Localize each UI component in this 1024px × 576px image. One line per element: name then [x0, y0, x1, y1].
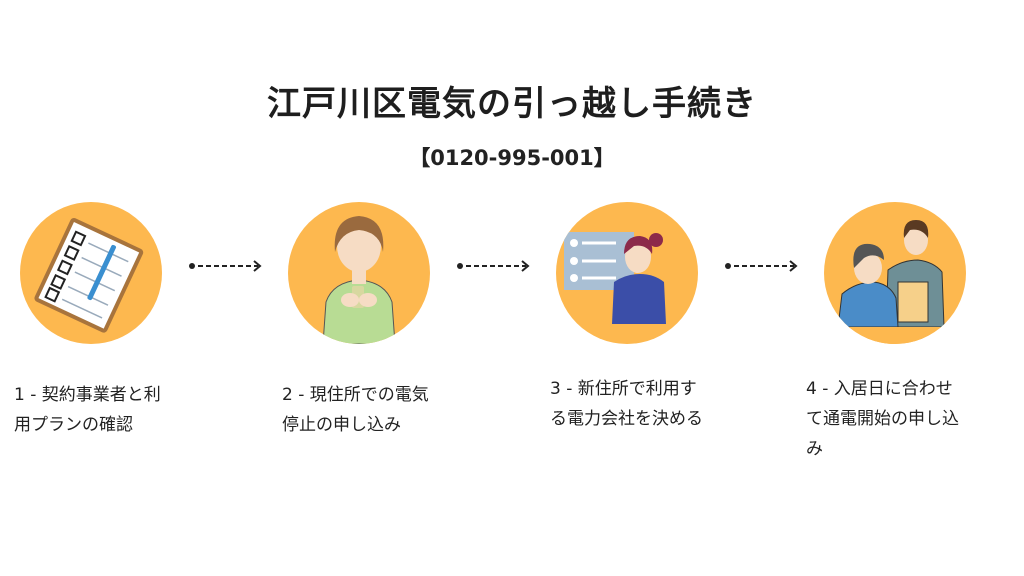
step-3-line-2: る電力会社を決める: [550, 409, 703, 429]
woman-with-phone-icon: [288, 202, 430, 344]
step-4-line-1: 4 - 入居日に合わせ: [806, 379, 953, 399]
phone-number: 【0120-995-001】: [409, 146, 615, 170]
page-title: 江戸川区電気の引っ越し手続き: [267, 84, 757, 124]
step-2-line-2: 停止の申し込み: [282, 415, 401, 435]
step-4-line-2: て通電開始の申し込: [806, 409, 959, 429]
arrow-icon: [724, 258, 802, 274]
arrow-icon: [456, 258, 534, 274]
step-1-line-2: 用プランの確認: [14, 415, 133, 435]
step-3-line-1: 3 - 新住所で利用す: [550, 379, 697, 399]
step-3-label: 3 - 新住所で利用す る電力会社を決める: [550, 374, 750, 434]
customer-consultation-icon: [824, 202, 966, 344]
woman-with-checklist-icon: [556, 202, 698, 344]
step-2-line-1: 2 - 現住所での電気: [282, 385, 429, 405]
step-2-label: 2 - 現住所での電気 停止の申し込み: [282, 380, 482, 440]
arrow-icon: [188, 258, 266, 274]
step-1-label: 1 - 契約事業者と利 用プランの確認: [14, 380, 214, 440]
checklist-clipboard-icon: [20, 202, 162, 344]
step-4-line-3: み: [806, 439, 823, 459]
step-4-label: 4 - 入居日に合わせ て通電開始の申し込 み: [806, 374, 1006, 464]
step-1-line-1: 1 - 契約事業者と利: [14, 385, 161, 405]
